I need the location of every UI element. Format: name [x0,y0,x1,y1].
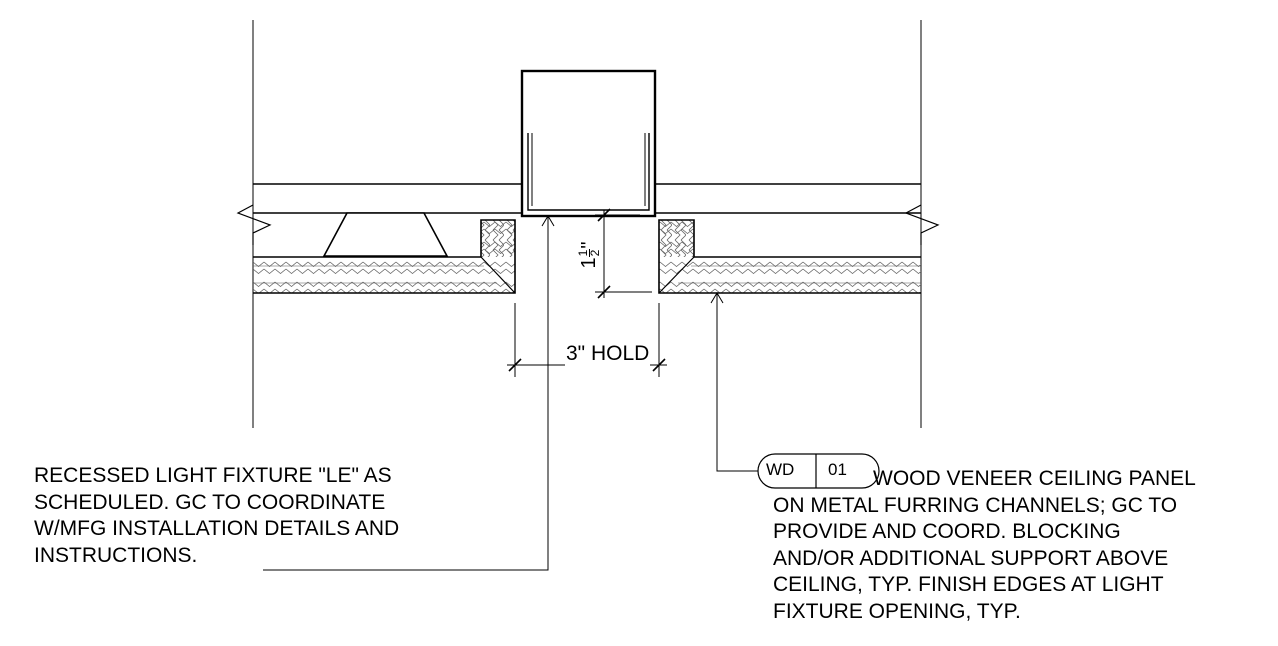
fixture-leader [263,215,555,571]
light-fixture [520,69,657,218]
panel-note-line: WOOD VENEER CEILING PANEL [873,467,1196,490]
left-break-line [236,204,272,245]
fixture-note: RECESSED LIGHT FIXTURE "LE" AS SCHEDULED… [34,463,399,569]
depth-whole: 1 [578,257,600,269]
right-break-line [904,204,940,245]
fixture-housing [520,69,657,218]
panel-note-line: PROVIDE AND COORD. BLOCKING [773,520,1121,543]
panel-note-line: ON METAL FURRING CHANNELS; GC TO [773,493,1178,517]
panel-note-line: FIXTURE OPENING, TYP. [773,599,1021,623]
material-tag [757,453,880,489]
tag-prefix: WD [766,460,795,479]
tag-number: 01 [828,460,847,479]
panel-leader [710,292,759,472]
panel-note: WOOD VENEER CEILING PANEL ON METAL FURRI… [773,466,1196,625]
fixture-note-line: SCHEDULED. GC TO COORDINATE [34,490,386,514]
break-lines [236,204,940,245]
depth-denominator: 2 [588,249,603,257]
fixture-note-line: W/MFG INSTALLATION DETAILS AND [34,517,400,540]
wood-veneer-panel-right [658,219,921,294]
fixture-trim [527,133,650,211]
panel-note-line: AND/OR ADDITIONAL SUPPORT ABOVE [773,546,1169,570]
blocking [322,212,449,257]
depth-dimension [595,208,652,299]
fixture-note-line: INSTRUCTIONS. [34,543,198,567]
opening-width-label: 3" HOLD [565,342,651,366]
wood-veneer-panel-left [253,219,516,294]
extent-lines [252,20,922,428]
fixture-note-line: RECESSED LIGHT FIXTURE "LE" AS [34,464,392,487]
depth-unit: " [578,241,600,249]
panel-note-line: CEILING, TYP. FINISH EDGES AT LIGHT [773,573,1164,596]
